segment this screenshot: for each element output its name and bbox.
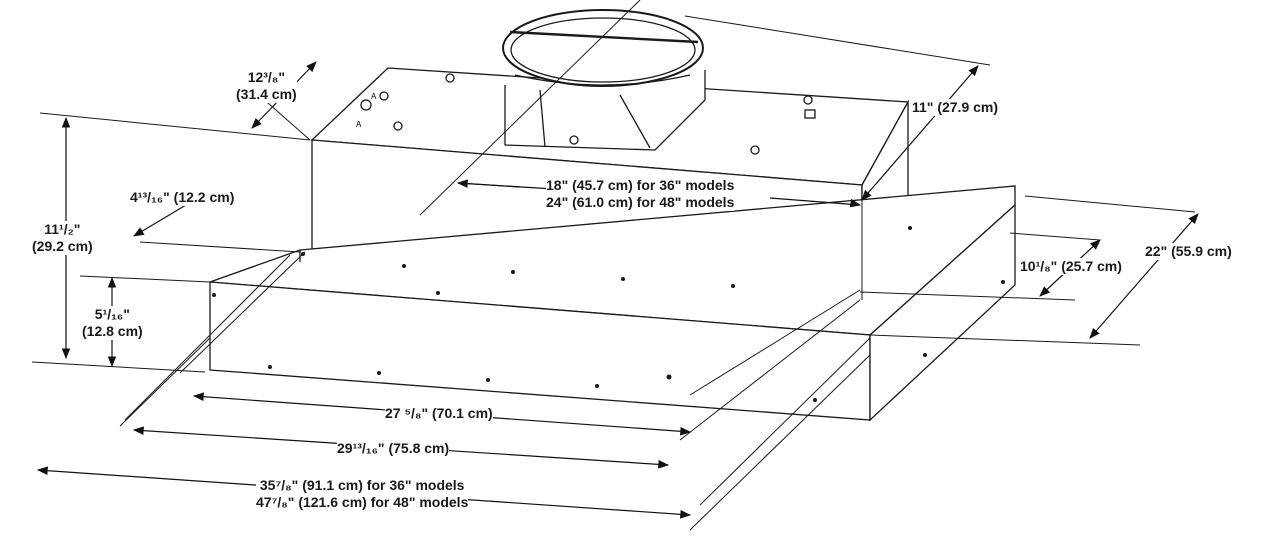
- overall-width-label: 35⁷/₈" (91.1 cm) for 36" models 47⁷/₈" (…: [256, 477, 469, 511]
- port-label-a-1: A: [371, 92, 377, 101]
- liner-height-label: 5¹/₁₆" (12.8 cm): [82, 306, 143, 340]
- hood-depth-label: 12³/₈" (31.4 cm): [236, 69, 297, 103]
- screw-dots: [212, 226, 1005, 402]
- extension-lines: [31, 0, 1196, 531]
- overall-depth-label: 22" (55.9 cm): [1145, 243, 1232, 260]
- total-height-label: 11¹/₂" (29.2 cm): [32, 221, 93, 255]
- hood-depth-imperial: 12³/₈": [247, 69, 286, 85]
- hood-depth-metric: (31.4 cm): [236, 86, 297, 102]
- duct-height-label: 11" (27.9 cm): [912, 99, 999, 116]
- hood-outline: [209, 9, 1016, 422]
- inner-width-label: 27 ⁵/₈" (70.1 cm): [385, 405, 493, 422]
- liner-height-imperial: 5¹/₁₆": [94, 306, 130, 322]
- housing-width-36: 18" (45.7 cm) for 36" models: [546, 177, 735, 193]
- duct-collar: [504, 70, 706, 151]
- housing-width-label: 18" (45.7 cm) for 36" models 24" (61.0 c…: [546, 177, 735, 211]
- total-height-imperial: 11¹/₂": [44, 221, 81, 237]
- liner-width-label: 29¹³/₁₆" (75.8 cm): [337, 440, 450, 457]
- overall-width-48: 47⁷/₈" (121.6 cm) for 48" models: [256, 494, 469, 510]
- liner-side: [869, 203, 1016, 422]
- front-offset-label: 4¹³/₁₆" (12.2 cm): [130, 189, 235, 206]
- overall-width-36: 35⁷/₈" (91.1 cm) for 36" models: [259, 477, 465, 493]
- liner-depth-label: 10¹/₈" (25.7 cm): [1020, 258, 1122, 275]
- housing-width-48: 24" (61.0 cm) for 48" models: [546, 194, 735, 210]
- damper-ring: [502, 9, 704, 87]
- liner-height-metric: (12.8 cm): [82, 323, 143, 339]
- total-height-metric: (29.2 cm): [32, 238, 93, 254]
- port-label-a-2: A: [356, 120, 362, 129]
